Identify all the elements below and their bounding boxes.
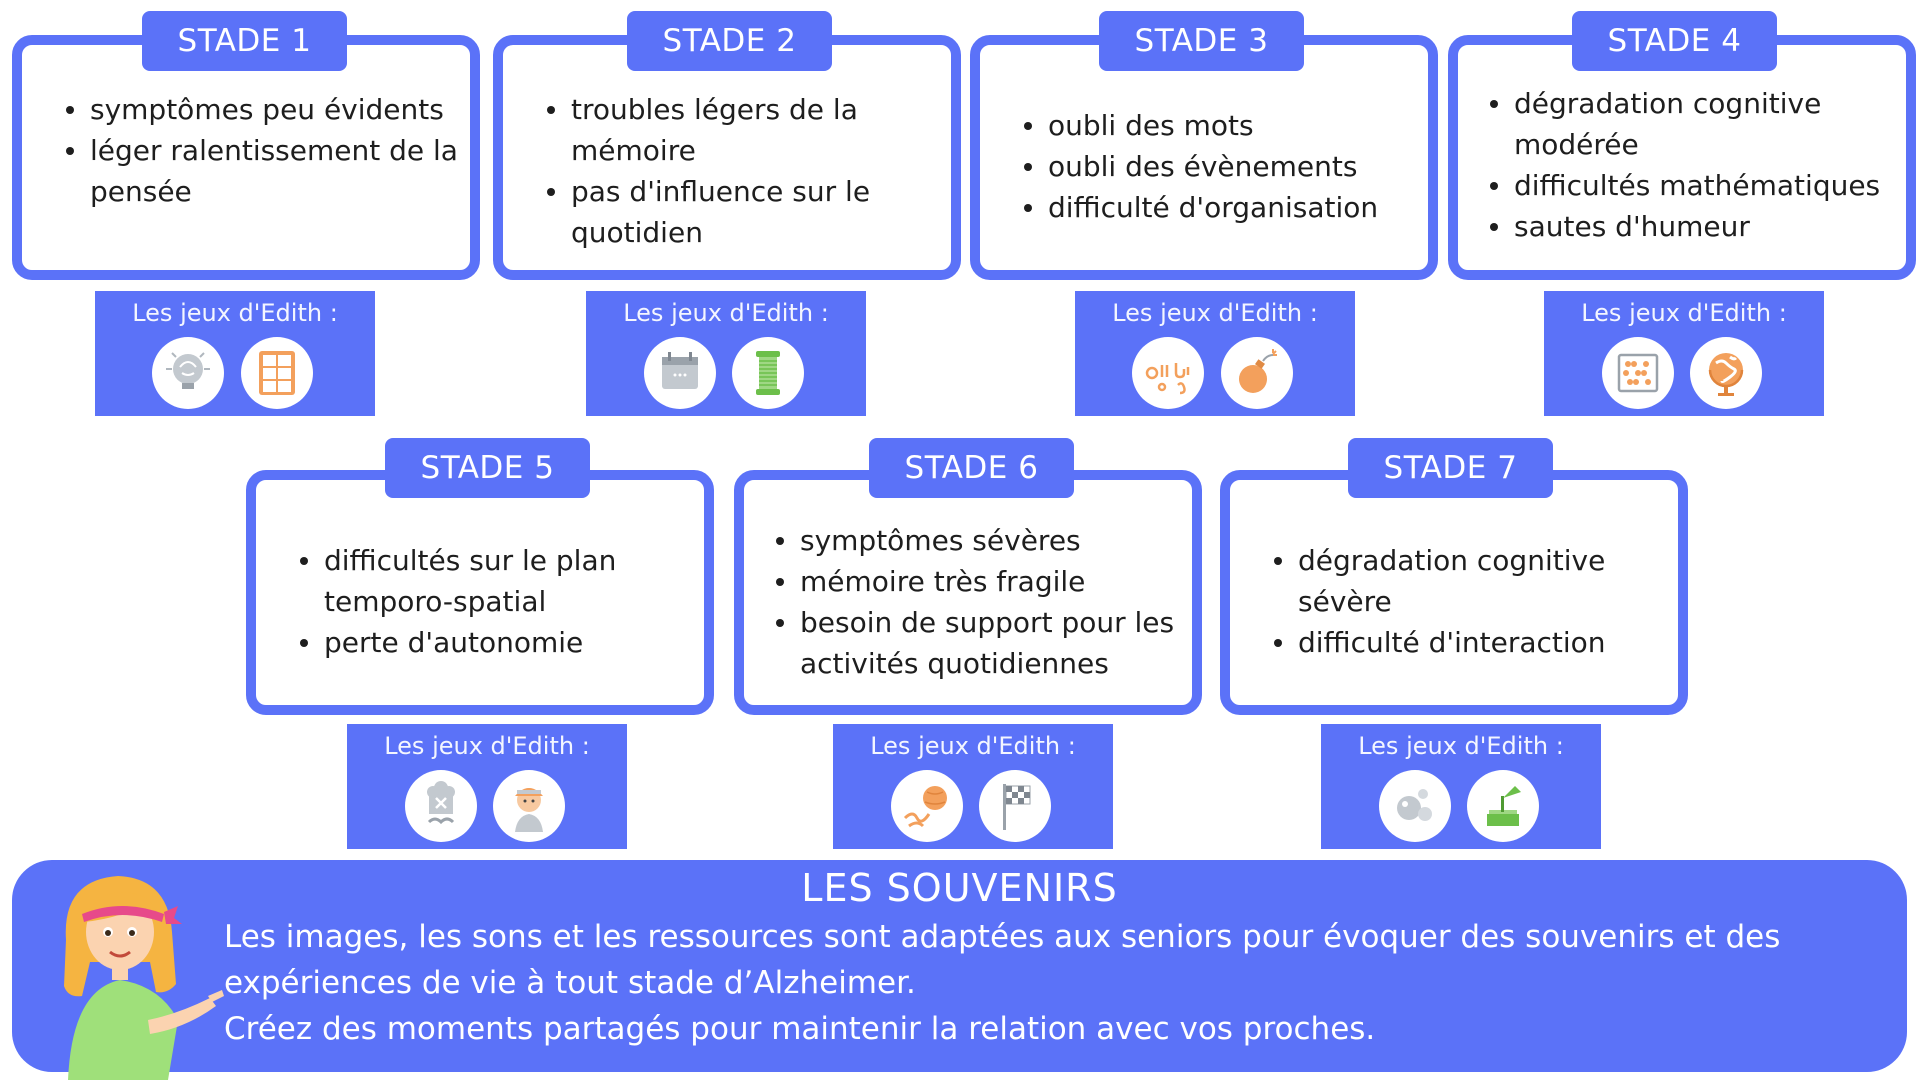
sudoku-grid-icon[interactable] (241, 337, 313, 409)
souvenirs-title: LES SOUVENIRS (801, 866, 1118, 910)
chef-hat-icon[interactable] (405, 770, 477, 842)
stage-1-symptoms: symptômes peu évidents léger ralentissem… (60, 89, 470, 212)
stage-6-symptom: symptômes sévères (770, 520, 1200, 561)
stage-4-symptoms: dégradation cognitive modérée difficulté… (1484, 83, 1914, 247)
stage-7-symptom: dégradation cognitive sévère (1268, 540, 1678, 622)
stage-5-symptom: difficultés sur le plan temporo-spatial (294, 540, 704, 622)
stage-2-games: Les jeux d'Edith : (586, 291, 866, 416)
globe-icon[interactable] (1690, 337, 1762, 409)
stage-5-games: Les jeux d'Edith : (347, 724, 627, 849)
stage-4-symptom: sautes d'humeur (1484, 206, 1914, 247)
character-icon[interactable] (493, 770, 565, 842)
stage-7-games: Les jeux d'Edith : (1321, 724, 1601, 849)
stage-3-symptom: oubli des évènements (1018, 146, 1428, 187)
stage-2-card: troubles légers de la mémoire pas d'infl… (493, 35, 961, 280)
stage-1-title: STADE 1 (142, 11, 347, 71)
stage-5-symptom: perte d'autonomie (294, 622, 704, 663)
souvenirs-paragraph: Créez des moments partagés pour mainteni… (224, 1011, 1376, 1047)
checkered-flag-icon[interactable] (979, 770, 1051, 842)
stage-6-symptom: besoin de support pour les activités quo… (770, 602, 1200, 684)
stage-3-symptom: difficulté d'organisation (1018, 187, 1428, 228)
stage-6-symptoms: symptômes sévères mémoire très fragile b… (770, 520, 1200, 684)
stage-4-card: dégradation cognitive modérée difficulté… (1448, 35, 1916, 280)
stage-3-title: STADE 3 (1099, 11, 1304, 71)
stage-2-symptom: pas d'influence sur le quotidien (541, 171, 951, 253)
gramophone-icon[interactable] (1467, 770, 1539, 842)
ball-throw-icon[interactable] (891, 770, 963, 842)
stage-2-title: STADE 2 (627, 11, 832, 71)
bomb-icon[interactable] (1221, 337, 1293, 409)
stage-7-title: STADE 7 (1348, 438, 1553, 498)
stage-2-symptoms: troubles légers de la mémoire pas d'infl… (541, 89, 951, 253)
stage-4-title: STADE 4 (1572, 11, 1777, 71)
syllables-icon[interactable] (1132, 337, 1204, 409)
stage-3-card: oubli des mots oubli des évènements diff… (970, 35, 1438, 280)
stage-1-card: symptômes peu évidents léger ralentissem… (12, 35, 480, 280)
games-label: Les jeux d'Edith : (384, 732, 590, 760)
stage-7-symptoms: dégradation cognitive sévère difficulté … (1268, 540, 1678, 663)
calendar-icon[interactable] (644, 337, 716, 409)
stage-3-symptoms: oubli des mots oubli des évènements diff… (1018, 105, 1428, 228)
bubbles-icon[interactable] (1379, 770, 1451, 842)
souvenirs-text: Les images, les sons et les ressources s… (224, 914, 1864, 1052)
stage-5-title: STADE 5 (385, 438, 590, 498)
brain-lightbulb-icon[interactable] (152, 337, 224, 409)
spool-icon[interactable] (732, 337, 804, 409)
stage-6-symptom: mémoire très fragile (770, 561, 1200, 602)
stage-3-games: Les jeux d'Edith : (1075, 291, 1355, 416)
stage-4-symptom: dégradation cognitive modérée (1484, 83, 1914, 165)
stage-5-symptoms: difficultés sur le plan temporo-spatial … (294, 540, 704, 663)
games-label: Les jeux d'Edith : (870, 732, 1076, 760)
games-label: Les jeux d'Edith : (1112, 299, 1318, 327)
stage-2-symptom: troubles légers de la mémoire (541, 89, 951, 171)
stage-1-games: Les jeux d'Edith : (95, 291, 375, 416)
stage-1-symptom: symptômes peu évidents (60, 89, 470, 130)
souvenirs-banner: LES SOUVENIRS Les images, les sons et le… (12, 860, 1907, 1072)
stage-6-card: symptômes sévères mémoire très fragile b… (734, 470, 1202, 715)
stage-6-games: Les jeux d'Edith : (833, 724, 1113, 849)
stage-4-symptom: difficultés mathématiques (1484, 165, 1914, 206)
stage-7-card: dégradation cognitive sévère difficulté … (1220, 470, 1688, 715)
stage-1-symptom: léger ralentissement de la pensée (60, 130, 470, 212)
stage-6-title: STADE 6 (869, 438, 1074, 498)
games-label: Les jeux d'Edith : (132, 299, 338, 327)
stage-5-card: difficultés sur le plan temporo-spatial … (246, 470, 714, 715)
stage-7-symptom: difficulté d'interaction (1268, 622, 1678, 663)
souvenirs-paragraph: Les images, les sons et les ressources s… (224, 919, 1781, 1001)
stage-3-symptom: oubli des mots (1018, 105, 1428, 146)
games-label: Les jeux d'Edith : (623, 299, 829, 327)
games-label: Les jeux d'Edith : (1581, 299, 1787, 327)
abacus-icon[interactable] (1602, 337, 1674, 409)
stage-4-games: Les jeux d'Edith : (1544, 291, 1824, 416)
edith-mascot-illustration (38, 870, 228, 1080)
games-label: Les jeux d'Edith : (1358, 732, 1564, 760)
